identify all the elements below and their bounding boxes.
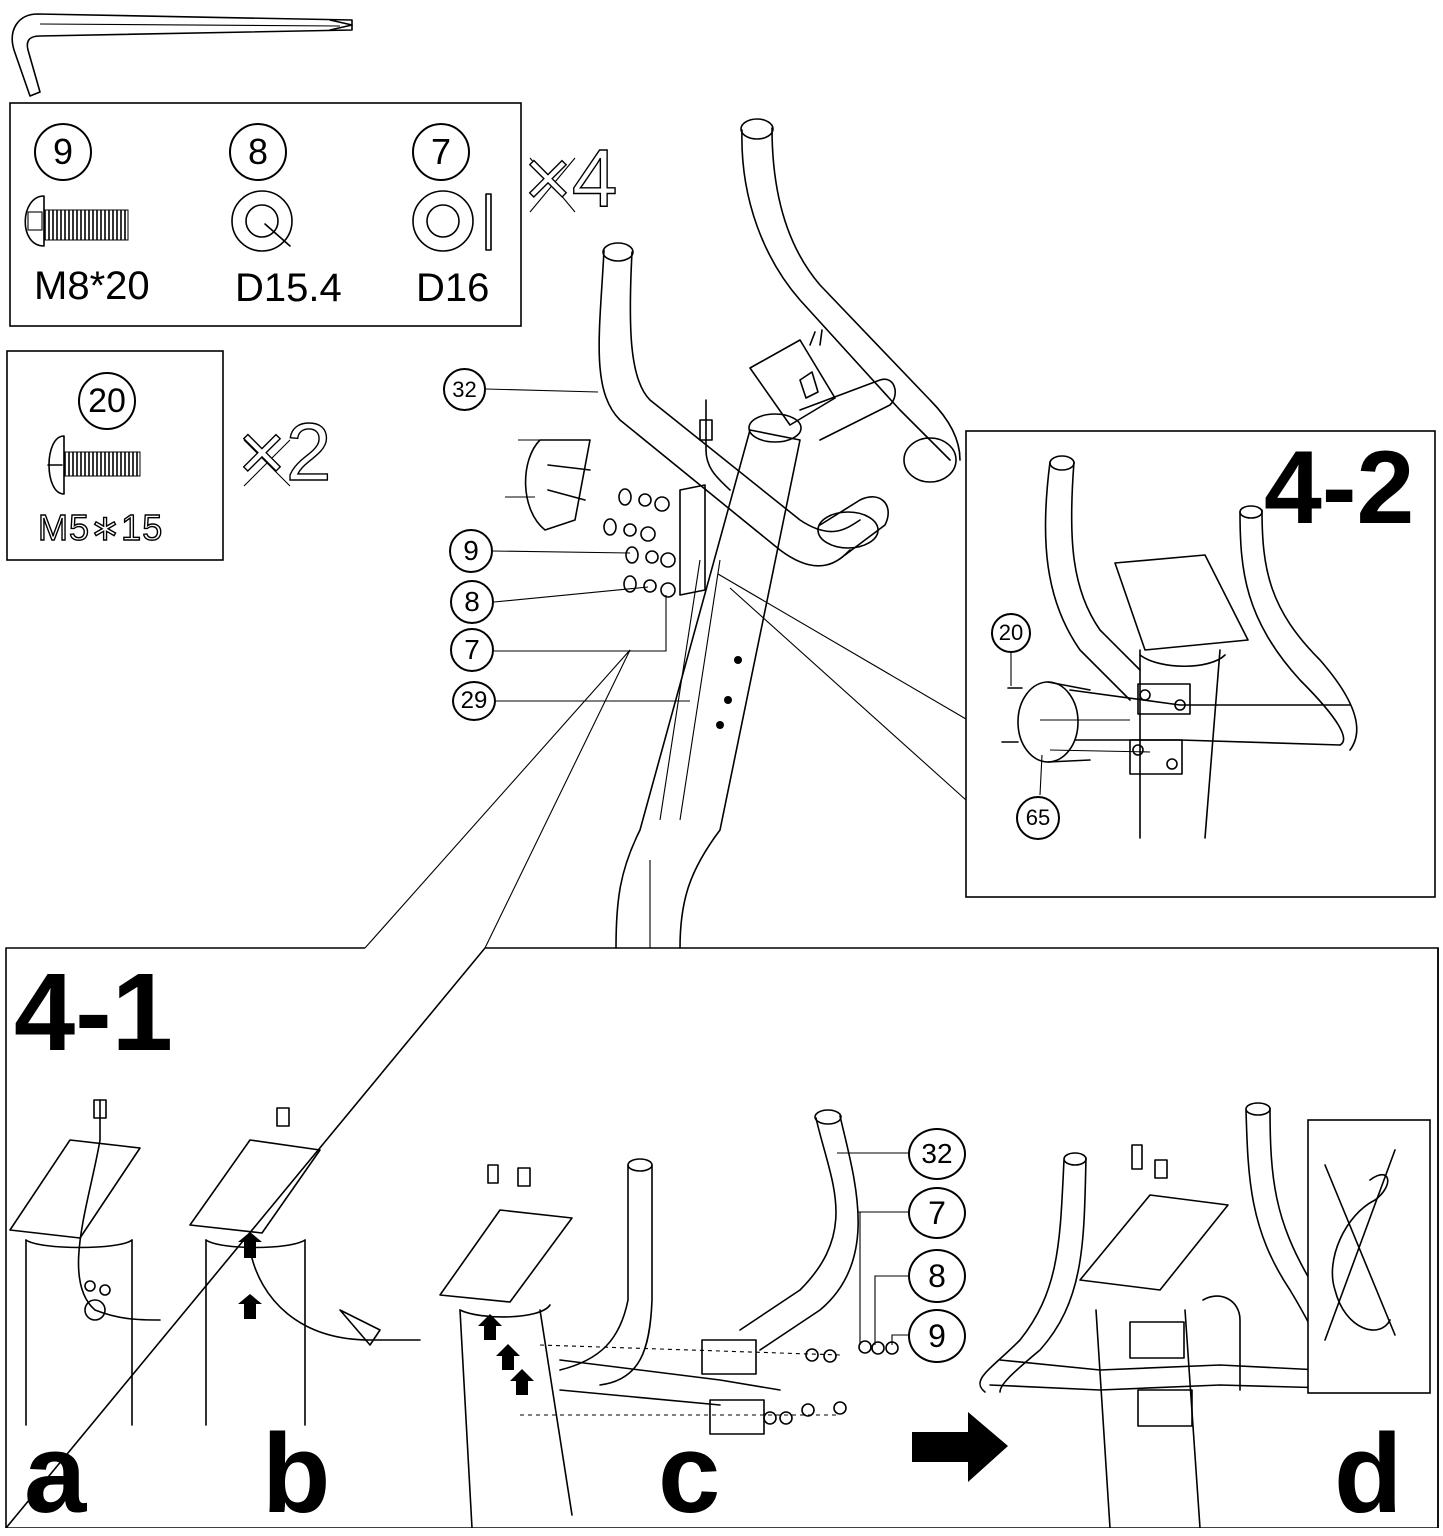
quantity-x2: ×2 (237, 407, 332, 498)
callout-7-flat-washer: 7 (450, 628, 494, 672)
callout-65-cover: 65 (1016, 796, 1060, 840)
part-spec-m8-20: M8*20 (34, 264, 150, 308)
step-label-c: c (658, 1411, 721, 1536)
detail-4-2-title: 4-2 (1264, 430, 1415, 546)
part-number-20: 20 (78, 372, 136, 430)
step-d-box (1307, 1119, 1431, 1394)
callout-20-screw: 20 (991, 613, 1031, 653)
spring-washer-icon (231, 190, 293, 252)
callout-8-spring-washer: 8 (450, 580, 494, 624)
callout-8-detail: 8 (908, 1249, 966, 1303)
step-label-b: b (262, 1411, 331, 1536)
callout-9-bolt: 9 (449, 529, 493, 573)
quantity-x4: ×4 (523, 133, 618, 224)
step-a-drawing (9, 1099, 161, 1426)
allen-wrench-icon (11, 13, 353, 97)
next-step-arrow-icon (912, 1412, 1008, 1482)
part-spec-m5-15: M5∗15 (37, 507, 164, 548)
step-b-drawing (189, 1107, 421, 1426)
callout-9-detail: 9 (908, 1309, 966, 1363)
step-c-drawing (439, 1109, 910, 1528)
step-label-a: a (24, 1411, 87, 1536)
step-label-d: d (1334, 1411, 1403, 1536)
callout-32-handlebar: 32 (443, 368, 486, 411)
detail-4-1-panel (4, 947, 1439, 1528)
flat-washer-icon (412, 190, 492, 252)
part-spec-d15-4: D15.4 (235, 266, 342, 310)
detail-4-1-title: 4-1 (14, 951, 173, 1074)
part-number-8: 8 (229, 123, 287, 181)
multiplier-x2-mark (243, 439, 291, 487)
part-number-7: 7 (412, 123, 470, 181)
callout-29-upright: 29 (452, 681, 496, 721)
main-exploded-view (364, 118, 967, 949)
part-spec-d16: D16 (416, 266, 490, 310)
screw-m5-icon (47, 435, 141, 495)
bolt-m8-icon (24, 195, 129, 247)
callout-32-handlebar-detail: 32 (908, 1128, 966, 1180)
assembled-drawing (979, 1102, 1343, 1528)
multiplier-x4-mark (529, 157, 576, 213)
callout-7-detail: 7 (908, 1187, 966, 1239)
part-number-9: 9 (34, 123, 92, 181)
